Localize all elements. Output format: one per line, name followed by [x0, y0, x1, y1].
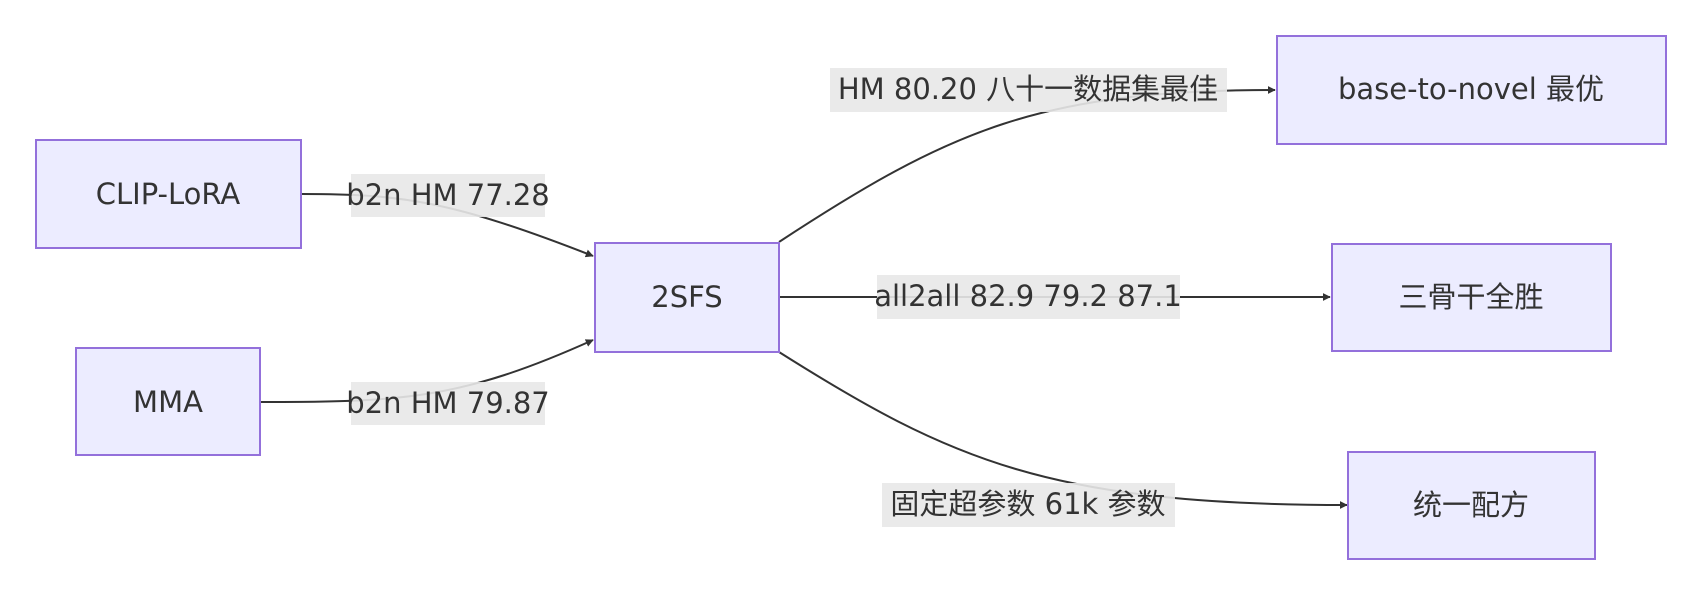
- node-unified-recipe: 统一配方: [1347, 451, 1596, 560]
- edge-label-text: all2all 82.9 79.2 87.1: [874, 279, 1182, 313]
- node-2sfs: 2SFS: [594, 242, 780, 353]
- edge-label-text: 固定超参数 61k 参数: [890, 487, 1165, 521]
- node-label: base-to-novel 最优: [1338, 72, 1604, 106]
- edge-label-unified-recipe: 固定超参数 61k 参数: [882, 483, 1175, 527]
- edge-label-text: b2n HM 79.87: [346, 386, 550, 420]
- node-label: 统一配方: [1413, 488, 1529, 522]
- node-base-to-novel: base-to-novel 最优: [1276, 35, 1667, 145]
- edge-label-cliplora: b2n HM 77.28: [346, 174, 550, 217]
- node-three-backbones: 三骨干全胜: [1331, 243, 1612, 352]
- node-label: CLIP-LoRA: [96, 177, 241, 211]
- edge-label-mma: b2n HM 79.87: [346, 382, 550, 425]
- node-label: MMA: [133, 385, 203, 419]
- node-clip-lora: CLIP-LoRA: [35, 139, 302, 249]
- edge-label-text: HM 80.20 八十一数据集最佳: [838, 72, 1218, 106]
- node-mma: MMA: [75, 347, 261, 456]
- edge-2sfs-to-unified-recipe: [778, 351, 1348, 509]
- edge-label-three-backbones: all2all 82.9 79.2 87.1: [874, 275, 1182, 319]
- edge-label-text: b2n HM 77.28: [346, 178, 550, 212]
- node-label: 三骨干全胜: [1398, 280, 1543, 314]
- edge-label-base-to-novel: HM 80.20 八十一数据集最佳: [830, 68, 1227, 112]
- edge-2sfs-to-base-to-novel: [778, 86, 1276, 243]
- node-label: 2SFS: [651, 280, 722, 314]
